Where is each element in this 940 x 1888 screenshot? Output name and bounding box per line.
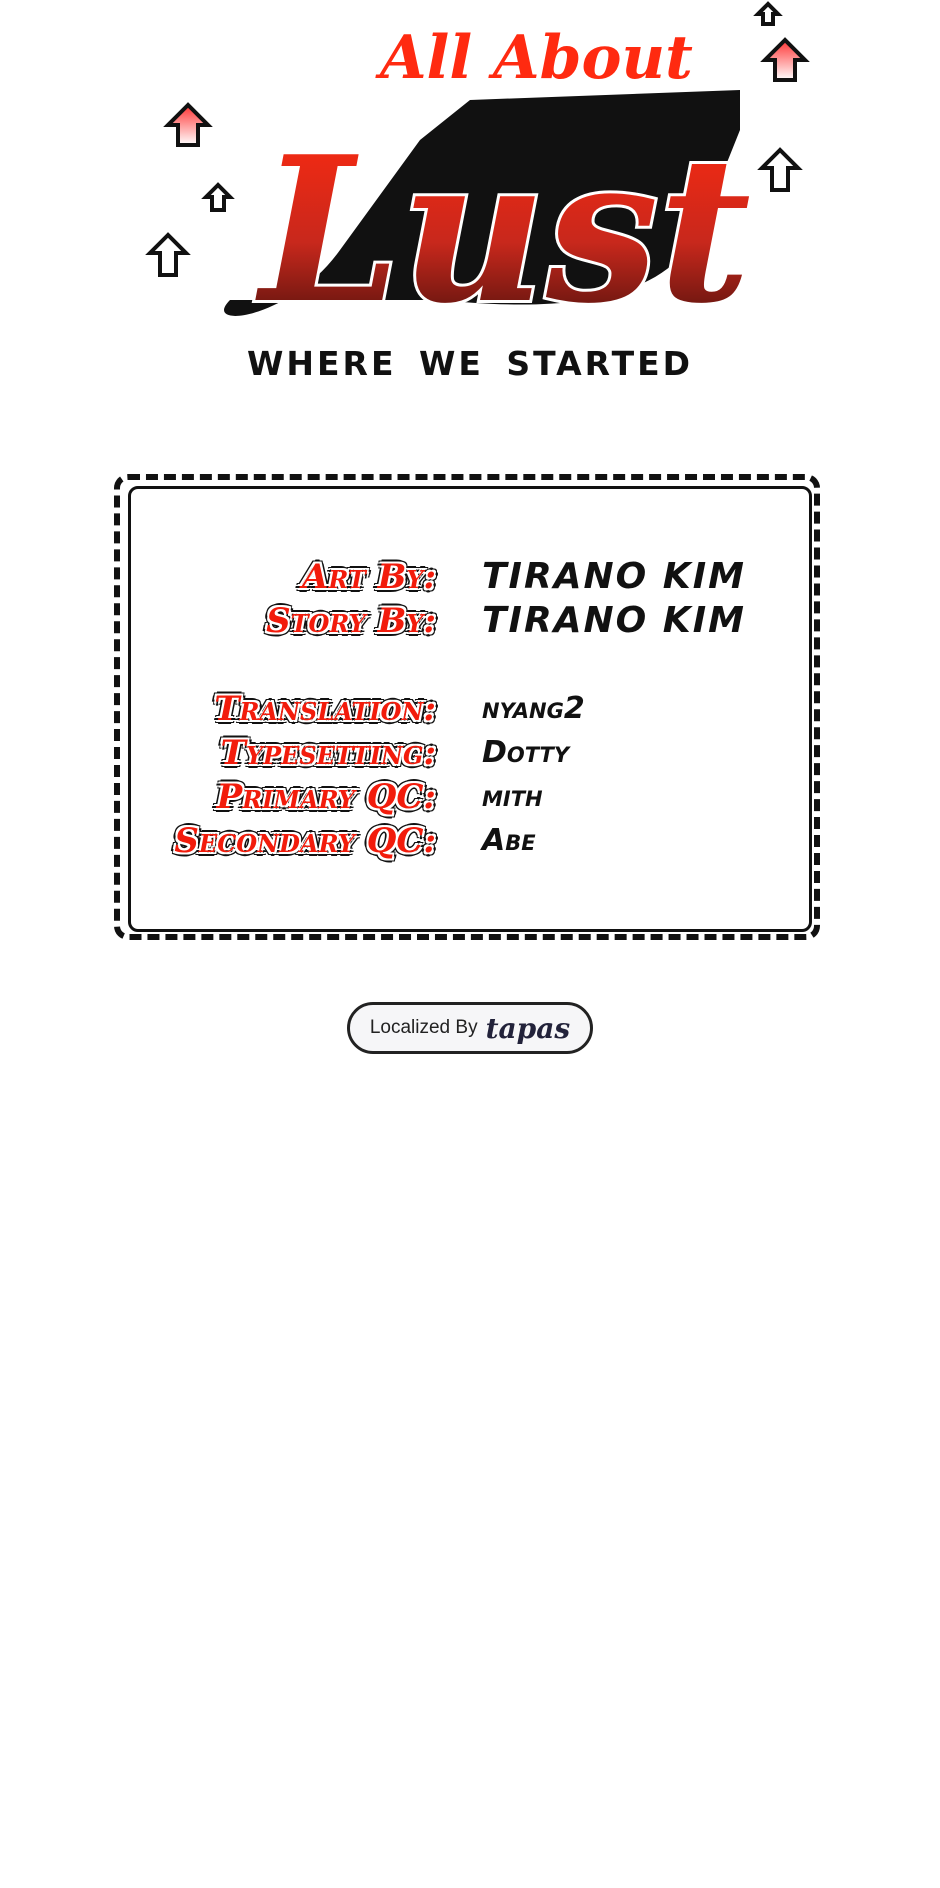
badge-prefix: Localized By [369,1017,478,1038]
credit-value: TIRANO KIM [482,556,746,597]
credit-value: nyang2 [482,691,585,726]
credit-label: Secondary QC: [174,821,436,861]
credit-label: Story By: [266,601,436,641]
series-logo: Lust All About [145,1,810,330]
arrow-up-icon [163,37,810,147]
credit-label: Typesetting: [220,733,436,773]
logo-lust: Lust [255,113,751,330]
logo-all-about: All About [375,23,693,93]
credits-box [128,486,812,932]
credit-label: Art By: [301,557,436,597]
credit-value: Dotty [482,735,570,770]
arrow-up-icon [145,1,803,277]
credit-label: Translation: [214,689,436,729]
localized-by-tapas-badge: Localized By tapas [347,1002,593,1054]
credit-row: Art By: TIRANO KIM [128,556,812,600]
credit-row: Translation: nyang2 [128,688,812,732]
chapter-subtitle: WHERE WE STARTED [246,344,694,383]
credit-row: Primary QC: mith [128,776,812,820]
credit-label: Primary QC: [216,777,436,817]
credit-row: Typesetting: Dotty [128,732,812,776]
credit-row: Secondary QC: Abe [128,820,812,864]
credit-row: Story By: TIRANO KIM [128,600,812,644]
credit-value: TIRANO KIM [482,600,746,641]
credits-box-border [114,474,820,940]
credit-value: Abe [482,823,536,858]
tapas-logo: tapas [485,1011,571,1045]
credit-value: mith [482,779,543,814]
